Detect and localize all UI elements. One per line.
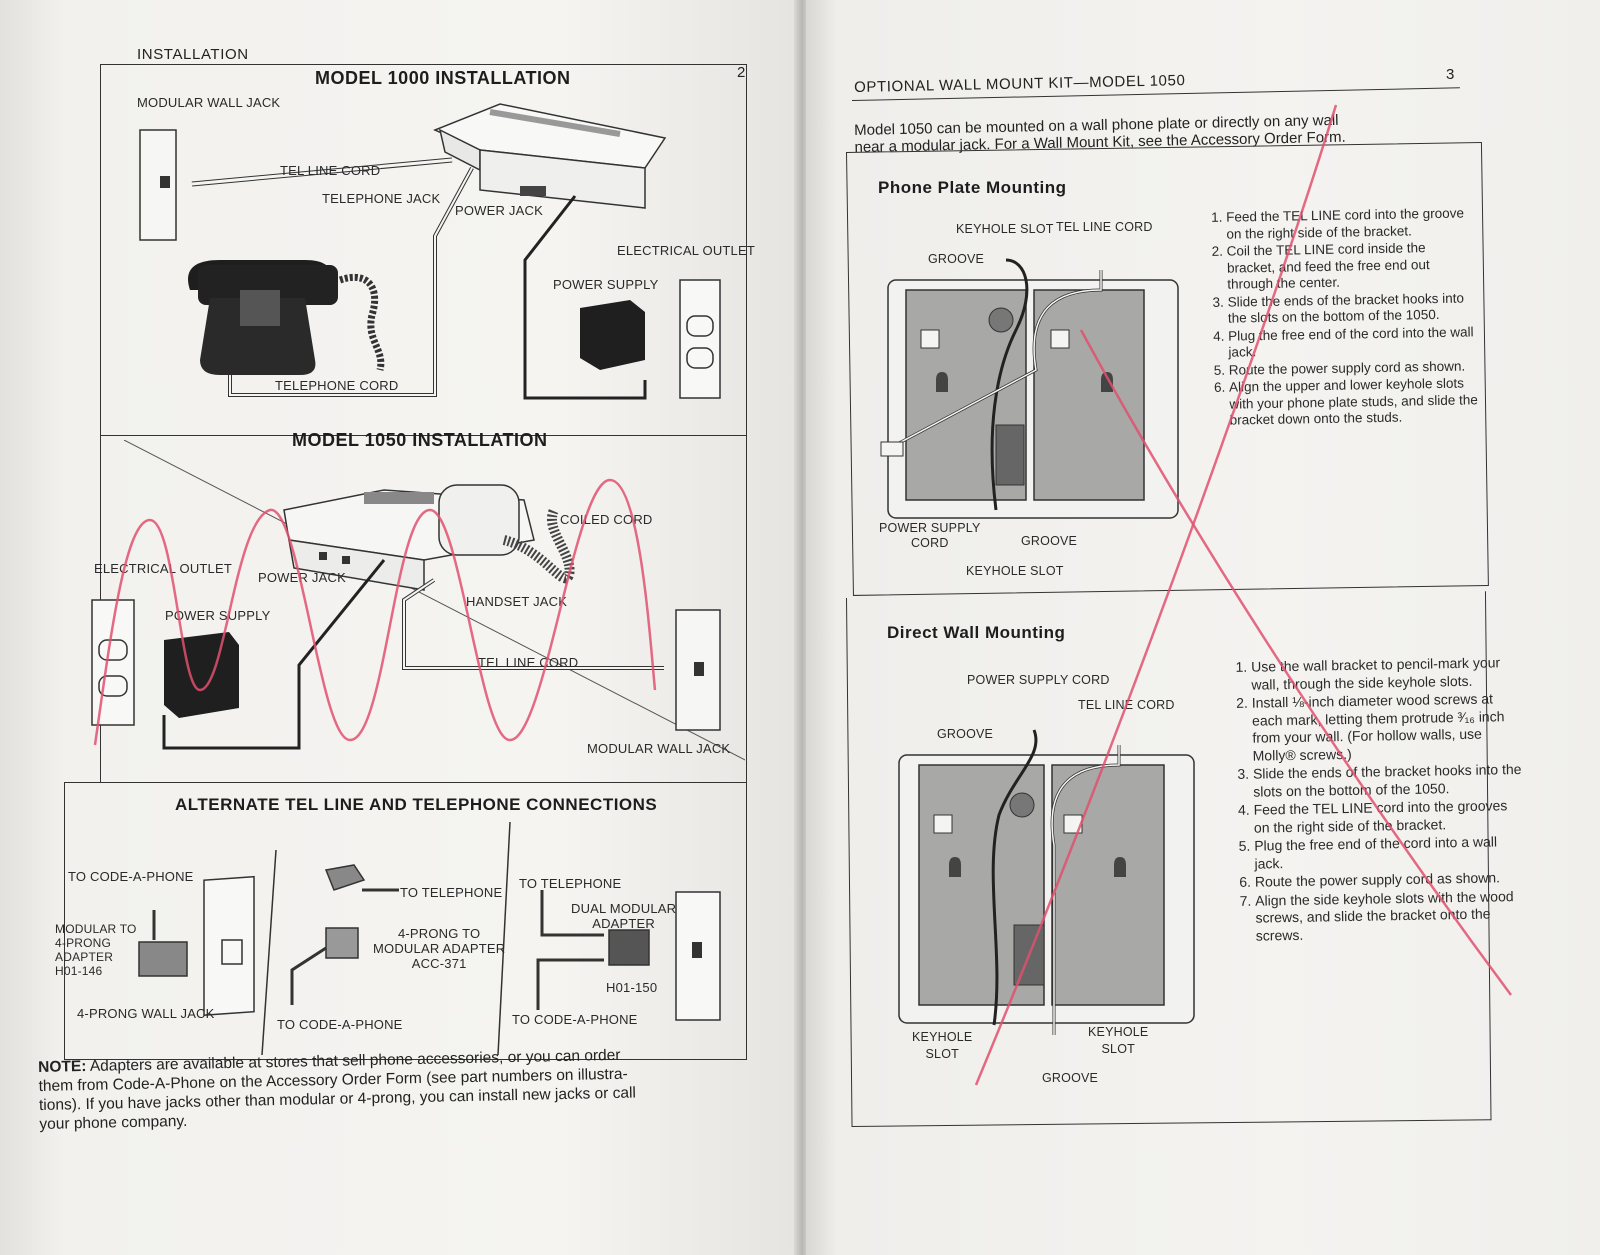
pp-label-groove-top: GROOVE xyxy=(928,252,985,266)
alt1-wall-jack: 4-PRONG WALL JACK xyxy=(77,1006,215,1021)
label-modular-wall-jack-1050: MODULAR WALL JACK xyxy=(587,741,731,756)
red-pencil-x xyxy=(974,104,1513,1086)
alt1-to-code-a-phone: TO CODE-A-PHONE xyxy=(68,869,194,884)
label-telephone-cord-1000: TELEPHONE CORD xyxy=(275,378,399,393)
pp-label-power-supply-cord: POWER SUPPLY CORD xyxy=(879,521,981,550)
dw-label-groove-bottom: GROOVE xyxy=(1042,1071,1099,1085)
dw-label-keyhole-left: KEYHOLE SLOT xyxy=(912,1030,973,1061)
label-telephone-jack-1000: TELEPHONE JACK xyxy=(322,191,441,206)
model1050-title: MODEL 1050 INSTALLATION xyxy=(292,430,548,450)
alt3-to-telephone: TO TELEPHONE xyxy=(519,876,622,891)
model1000-illustration xyxy=(139,103,721,400)
label-tel-line-cord-1050: TEL LINE CORD xyxy=(478,655,579,670)
label-power-jack-1050: POWER JACK xyxy=(258,570,346,585)
left-page: INSTALLATION 2 MODEL 1000 INSTALLATION M… xyxy=(0,0,800,1255)
alt2-to-telephone: TO TELEPHONE xyxy=(400,885,503,900)
direct-wall-illustration xyxy=(898,729,1195,1035)
alt2-to-code-a-phone: TO CODE-A-PHONE xyxy=(277,1017,403,1032)
alt3-adapter-label: DUAL MODULAR ADAPTER xyxy=(571,901,677,931)
label-modular-wall-jack-1000: MODULAR WALL JACK xyxy=(137,95,281,110)
red-pencil-scribble xyxy=(93,478,657,746)
dw-label-keyhole-right: KEYHOLE SLOT xyxy=(1088,1025,1149,1056)
dw-label-groove-top: GROOVE xyxy=(937,727,994,741)
label-power-supply-1050: POWER SUPPLY xyxy=(165,608,271,623)
alt3-to-code-a-phone: TO CODE-A-PHONE xyxy=(512,1012,638,1027)
page-number-right: 3 xyxy=(1446,66,1455,83)
running-head-left: INSTALLATION xyxy=(137,46,249,63)
phone-plate-title: Phone Plate Mounting xyxy=(878,178,1067,197)
dw-label-power-supply-cord: POWER SUPPLY CORD xyxy=(967,673,1110,687)
pp-label-keyhole-slot-bottom: KEYHOLE SLOT xyxy=(966,564,1064,578)
alt1-adapter-label: MODULAR TO 4-PRONG ADAPTER H01-146 xyxy=(55,922,137,978)
alternate-title: ALTERNATE TEL LINE AND TELEPHONE CONNECT… xyxy=(175,795,658,814)
page-number-left: 2 xyxy=(737,64,746,81)
label-electrical-outlet-1000: ELECTRICAL OUTLET xyxy=(617,243,756,258)
alternate-frame xyxy=(64,782,747,1060)
pp-label-keyhole-slot-top: KEYHOLE SLOT xyxy=(956,222,1054,236)
label-electrical-outlet-1050: ELECTRICAL OUTLET xyxy=(94,561,233,576)
alt2-adapter-label: 4-PRONG TO MODULAR ADAPTER ACC-371 xyxy=(373,926,506,971)
alt3-part-number: H01-150 xyxy=(606,980,658,995)
label-tel-line-cord-1000: TEL LINE CORD xyxy=(280,163,381,178)
model1000-frame xyxy=(100,64,747,436)
right-page: OPTIONAL WALL MOUNT KIT—MODEL 1050 3 Mod… xyxy=(806,0,1600,1255)
pp-label-groove-bottom: GROOVE xyxy=(1021,534,1078,548)
model1000-title: MODEL 1000 INSTALLATION xyxy=(315,68,571,88)
phone-plate-illustration xyxy=(880,258,1179,519)
direct-wall-title: Direct Wall Mounting xyxy=(887,623,1066,642)
label-power-supply-1000: POWER SUPPLY xyxy=(553,277,659,292)
label-power-jack-1000: POWER JACK xyxy=(455,203,543,218)
label-handset-jack-1050: HANDSET JACK xyxy=(466,594,568,609)
pp-label-tel-line-cord: TEL LINE CORD xyxy=(1056,220,1153,234)
alternate-illustration xyxy=(138,821,721,1056)
